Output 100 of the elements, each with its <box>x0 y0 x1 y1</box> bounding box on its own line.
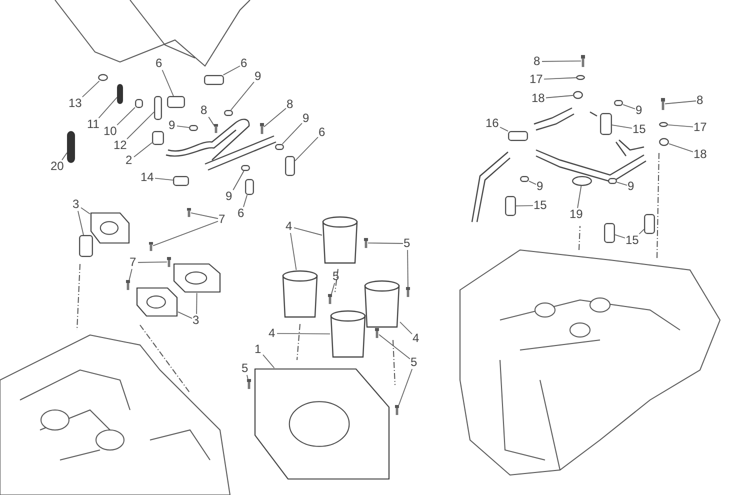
leader-line <box>407 250 408 288</box>
leader-line <box>262 354 275 368</box>
callout-number: 3 <box>72 198 80 210</box>
clip-drawing <box>520 176 528 182</box>
intake-funnel-drawing <box>364 280 400 328</box>
intake-funnel-drawing <box>282 270 318 318</box>
leader-line <box>294 227 322 236</box>
callout-number: 7 <box>128 256 138 268</box>
screw-drawing <box>247 379 251 389</box>
clip-drawing <box>274 144 284 150</box>
callout-number: 5 <box>240 362 250 374</box>
leader-line <box>616 182 628 186</box>
screw-drawing <box>187 208 191 216</box>
callout-number: 8 <box>286 98 294 110</box>
callout-number: 8 <box>200 104 208 116</box>
leader-line <box>294 136 318 162</box>
leader-line <box>577 186 582 208</box>
callout-number: 12 <box>112 138 128 152</box>
throttle-body-drawing <box>254 368 390 480</box>
leader-line <box>500 126 508 132</box>
callout-number: 9 <box>626 180 636 192</box>
leader-line <box>126 112 154 140</box>
leader-line <box>528 180 536 185</box>
washer-drawing <box>658 122 668 126</box>
screw-drawing <box>214 124 218 132</box>
callout-number: 20 <box>50 160 65 172</box>
leader-line <box>544 77 576 80</box>
leader-line <box>246 374 248 380</box>
leader-line <box>276 333 330 334</box>
clip-drawing <box>614 100 622 106</box>
callout-number: 4 <box>268 326 276 340</box>
grommet-drawing <box>572 176 592 186</box>
screw-drawing <box>375 328 379 338</box>
leader-line <box>331 282 336 294</box>
leader-line <box>290 232 297 270</box>
callout-number: 6 <box>240 56 248 70</box>
leader-line <box>398 368 412 406</box>
leader-line <box>516 205 534 206</box>
fuel-hose-drawing <box>117 84 123 104</box>
callout-number: 3 <box>192 314 200 326</box>
leader-line <box>80 207 90 214</box>
injector-drawing <box>644 214 654 234</box>
leader-line <box>134 142 152 158</box>
injector-drawing <box>244 179 254 195</box>
callout-number: 13 <box>68 96 83 110</box>
injector-drawing <box>204 75 224 85</box>
leader-line <box>116 107 136 126</box>
callout-number: 9 <box>168 118 176 132</box>
tee-connector-drawing <box>154 96 162 120</box>
leader-line <box>208 116 214 126</box>
callout-number: 15 <box>632 122 647 136</box>
screw-drawing <box>581 55 585 67</box>
intake-manifold-drawing <box>90 212 130 244</box>
callout-number: 5 <box>410 356 418 368</box>
callout-number: 2 <box>124 154 134 166</box>
grommet-drawing <box>573 91 583 99</box>
leader-line <box>546 95 574 98</box>
leader-line <box>138 262 168 263</box>
callout-number: 9 <box>224 190 234 202</box>
leader-line <box>542 60 582 62</box>
intake-funnel-drawing <box>330 310 366 358</box>
leader-line <box>378 334 410 360</box>
callout-number: 17 <box>692 120 708 134</box>
callout-number: 19 <box>568 208 584 220</box>
intake-manifold-drawing <box>79 235 93 257</box>
clip-drawing <box>188 125 198 131</box>
leader-line <box>98 97 118 118</box>
leader-line <box>152 220 218 246</box>
callout-number: 8 <box>696 94 704 106</box>
rail-mount-drawing <box>508 131 528 141</box>
screw-drawing <box>126 280 130 290</box>
intake-funnel-drawing <box>322 216 358 264</box>
injector-drawing <box>604 223 614 243</box>
washer-drawing <box>576 74 584 80</box>
clip-drawing <box>240 165 250 171</box>
callout-number: 9 <box>536 180 544 192</box>
callout-number: 7 <box>218 212 226 226</box>
grommet-drawing <box>659 138 669 146</box>
callout-number: 18 <box>530 92 546 104</box>
callout-number: 16 <box>484 116 500 130</box>
screw-drawing <box>661 98 665 110</box>
callout-number: 8 <box>532 54 542 68</box>
callout-number: 5 <box>402 236 412 250</box>
leader-line <box>128 268 132 280</box>
callout-number: 18 <box>692 148 708 160</box>
screw-drawing <box>167 257 171 267</box>
callout-number: 1 <box>254 342 262 356</box>
screw-drawing <box>260 122 264 134</box>
leader-line <box>368 242 404 244</box>
leader-line <box>668 124 694 128</box>
callout-number: 11 <box>86 118 100 130</box>
leader-line <box>62 152 68 160</box>
leader-line <box>178 311 192 319</box>
callout-number: 9 <box>302 112 310 124</box>
leader-line <box>232 170 244 190</box>
screw-drawing <box>395 405 399 415</box>
screw-drawing <box>328 294 332 304</box>
leader-line <box>176 126 190 128</box>
callout-number: 9 <box>634 104 644 116</box>
leader-line <box>82 80 100 98</box>
